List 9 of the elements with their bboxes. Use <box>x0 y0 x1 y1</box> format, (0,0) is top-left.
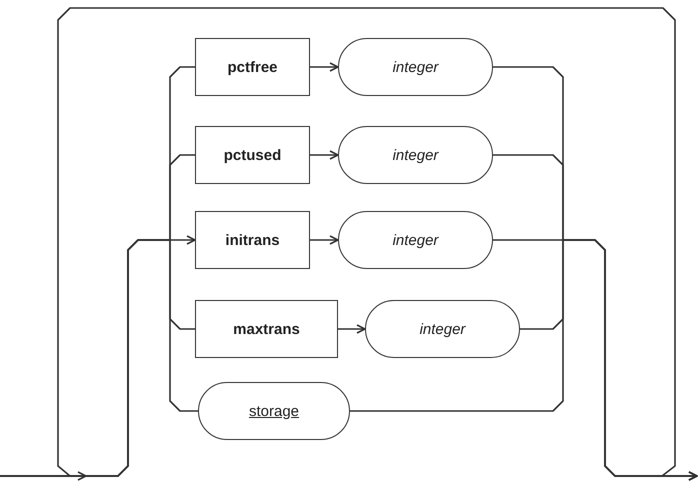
keyword-box: pctused <box>195 126 310 184</box>
track-arrow <box>310 150 339 160</box>
track-arrow <box>310 62 339 72</box>
keyword-box: initrans <box>195 211 310 269</box>
track-arrow <box>338 324 366 334</box>
track-arrow <box>310 235 339 245</box>
track-arrow <box>350 239 698 481</box>
keyword-box: pctfree <box>195 38 310 96</box>
keyword-box: maxtrans <box>195 300 338 358</box>
